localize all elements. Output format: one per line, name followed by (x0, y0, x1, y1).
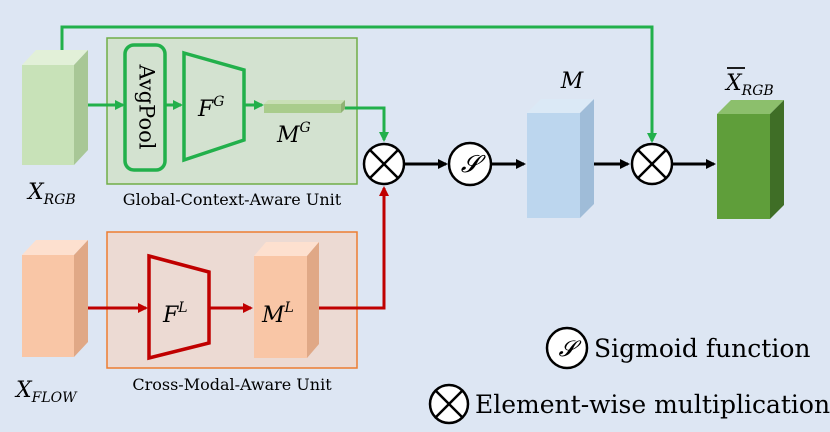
legend-sigmoid-icon (545, 326, 589, 370)
x-flow-label: XFLOW (14, 378, 78, 406)
cross-modal-unit-label: Cross-Modal-Aware Unit (132, 375, 332, 394)
x-rgb-label: XRGB (26, 180, 76, 208)
cross-modal-unit-box (106, 231, 358, 369)
m-label: M (560, 69, 584, 94)
mg-bar (264, 100, 345, 113)
arrow-ml-to-multiply (319, 186, 389, 310)
legend-multiply-icon (428, 383, 470, 425)
avgpool-box (123, 43, 167, 172)
avgpool-label: AvgPool (135, 64, 159, 150)
skip-connection-arrow (60, 25, 657, 143)
legend-sigmoid-text: Sigmoid function (594, 334, 810, 363)
multiply-circle-2 (630, 142, 674, 186)
x-flow-block (22, 240, 88, 357)
arrow-mg-to-multiply (345, 106, 389, 142)
ml-label: ML (261, 300, 294, 328)
output-block (717, 100, 784, 219)
fl-label: FL (162, 300, 188, 328)
fg-trapezoid (182, 50, 246, 163)
mg-label: MG (276, 120, 311, 148)
x-rgb-block (22, 50, 88, 165)
output-label: XRGB (724, 71, 774, 99)
global-context-unit-label: Global-Context-Aware Unit (123, 190, 342, 209)
fg-label: FG (197, 94, 224, 122)
legend-multiply-text: Element-wise multiplication (475, 390, 830, 419)
m-block (527, 99, 594, 218)
multiply-circle-1 (362, 142, 406, 186)
fl-trapezoid (147, 253, 211, 361)
ml-block (254, 242, 319, 358)
